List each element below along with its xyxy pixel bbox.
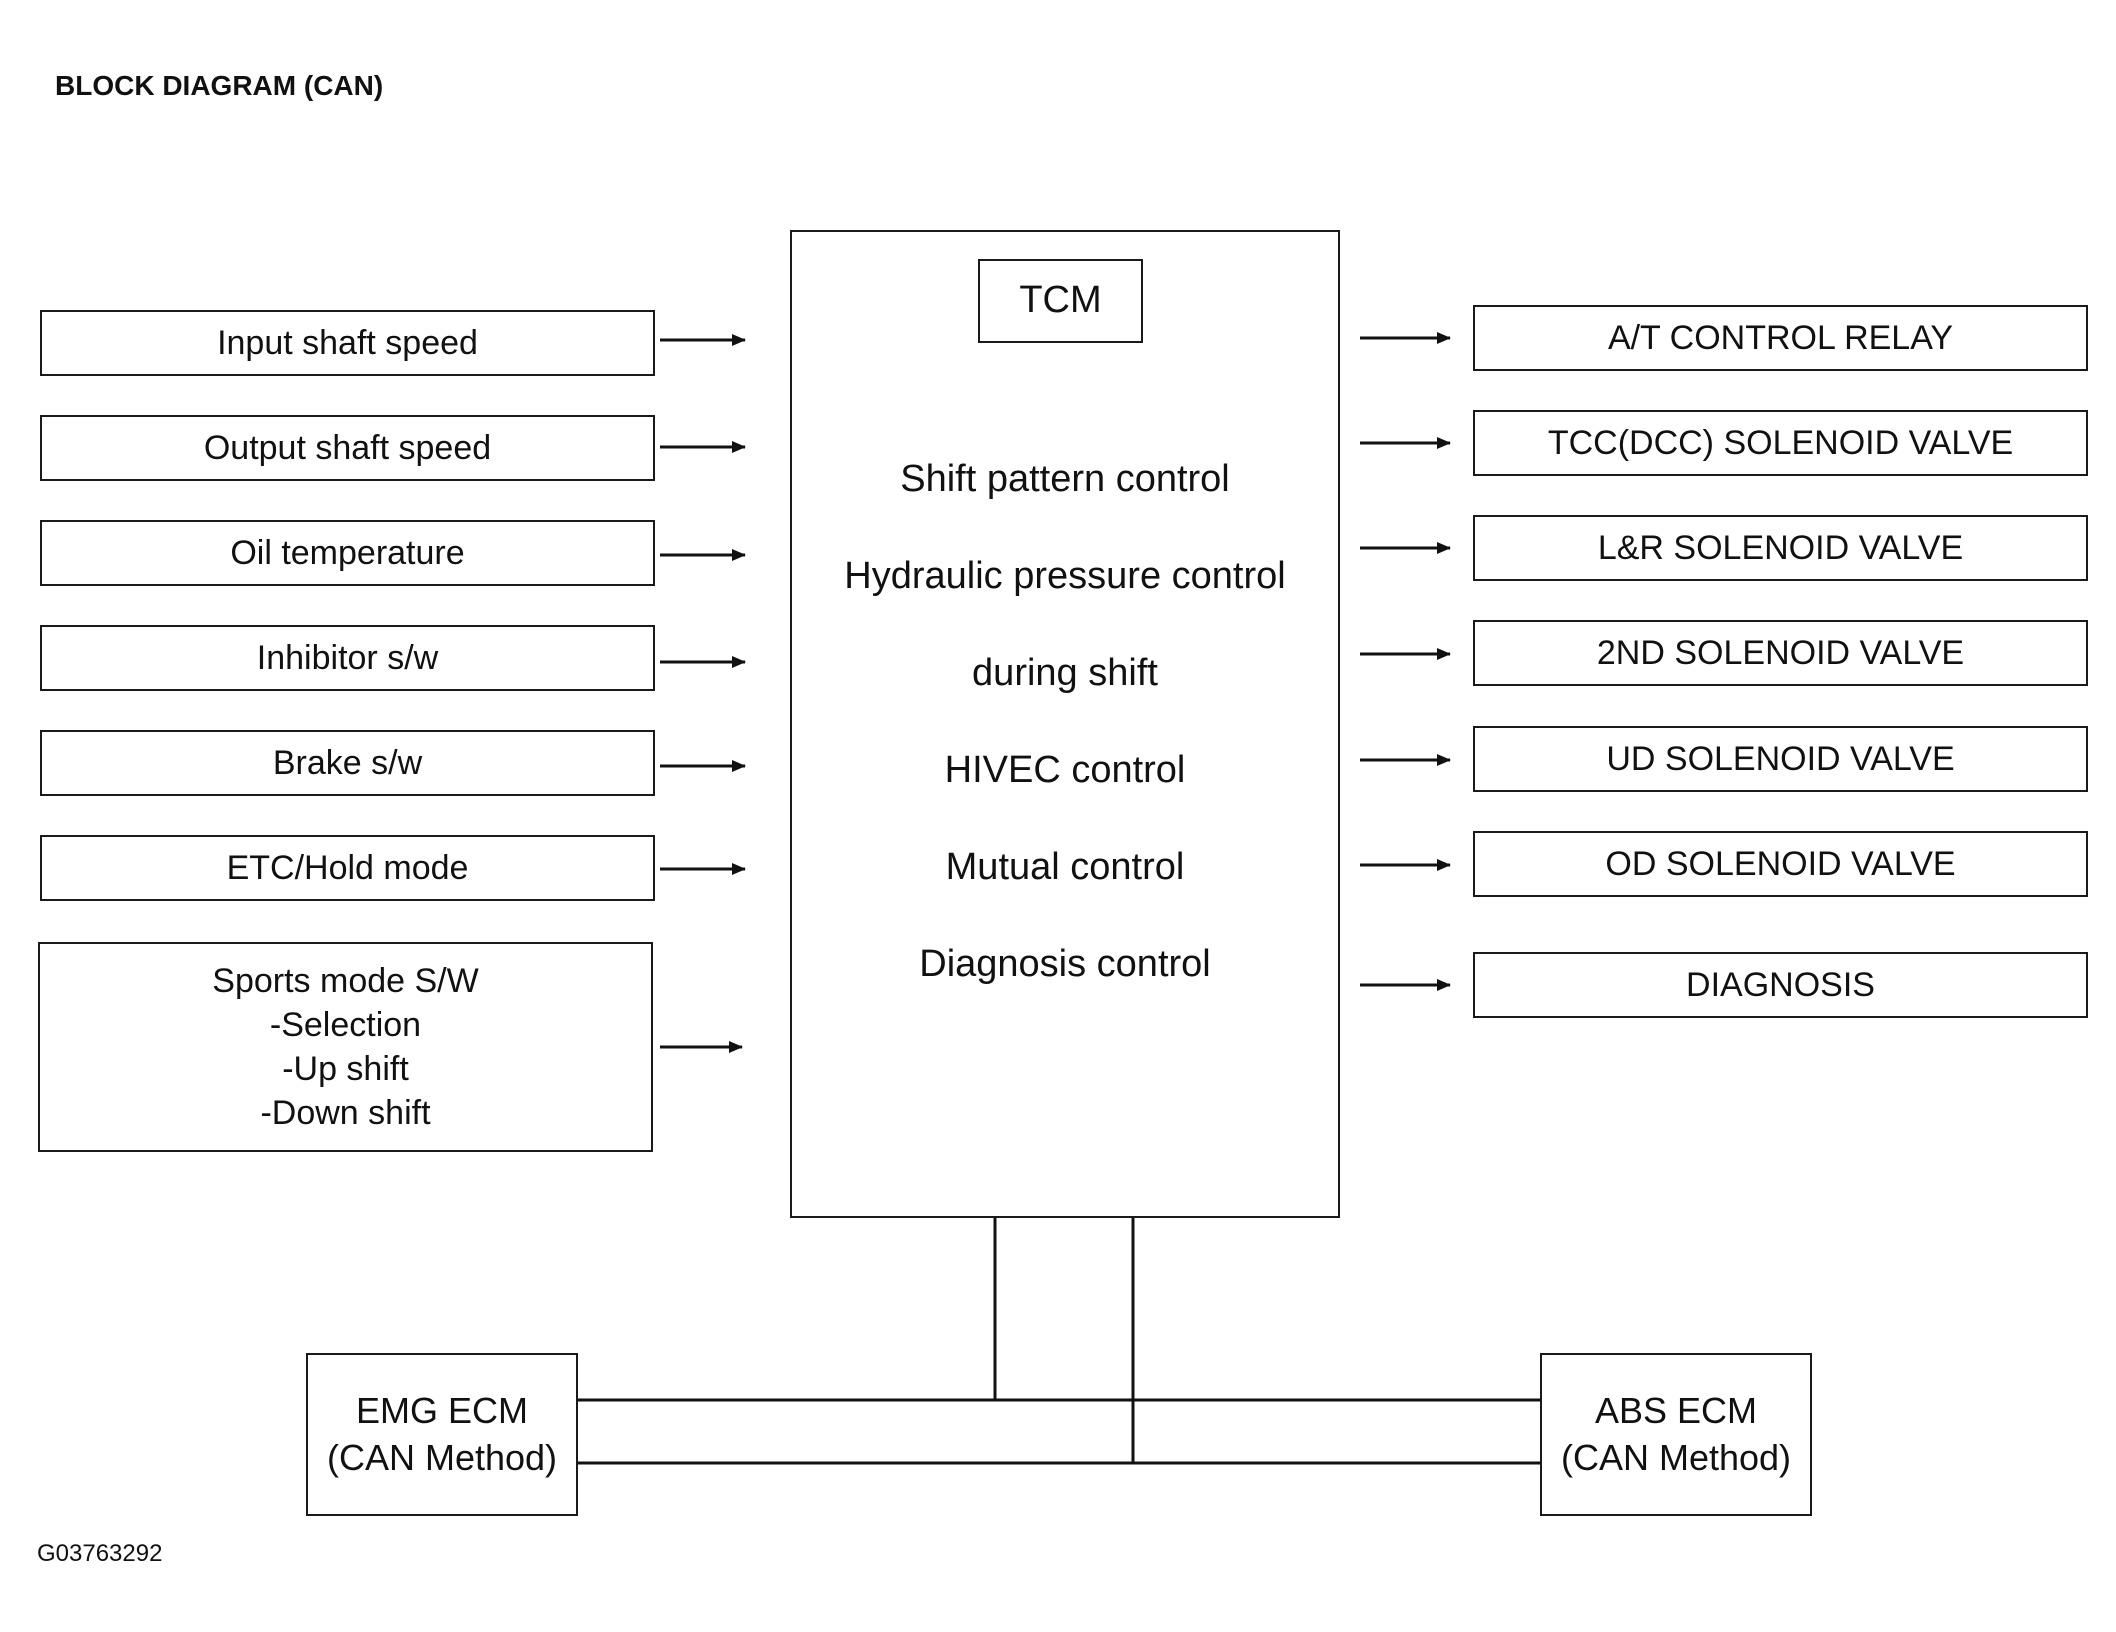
tcm-function: during shift [972,652,1158,694]
abs-ecm-box: ABS ECM (CAN Method) [1540,1353,1812,1516]
tcm-function: Diagnosis control [919,943,1211,985]
input-sports-mode-sw: Sports mode S/W -Selection -Up shift -Do… [38,942,653,1152]
output-lr-solenoid-valve: L&R SOLENOID VALVE [1473,515,2088,581]
sports-mode-item: -Down shift [260,1094,431,1133]
tcm-function: HIVEC control [944,749,1186,791]
emg-ecm-line2: (CAN Method) [326,1436,558,1478]
tcm-function: Shift pattern control [900,458,1230,500]
input-brake-sw: Brake s/w [40,730,655,796]
abs-ecm-line2: (CAN Method) [1560,1436,1792,1478]
abs-ecm-line1: ABS ECM [1594,1389,1758,1431]
emg-ecm-box: EMG ECM (CAN Method) [306,1353,578,1516]
tcm-function: Hydraulic pressure control [844,555,1286,597]
input-oil-temperature: Oil temperature [40,520,655,586]
output-diagnosis: DIAGNOSIS [1473,952,2088,1018]
input-input-shaft-speed: Input shaft speed [40,310,655,376]
sports-mode-item: -Up shift [282,1050,409,1088]
output-2nd-solenoid-valve: 2ND SOLENOID VALVE [1473,620,2088,686]
diagram-title: BLOCK DIAGRAM (CAN) [55,70,384,101]
input-output-shaft-speed: Output shaft speed [40,415,655,481]
output-at-control-relay: A/T CONTROL RELAY [1473,305,2088,371]
sports-mode-item: -Selection [269,1005,422,1044]
output-ud-solenoid-valve: UD SOLENOID VALVE [1473,726,2088,792]
input-inhibitor-sw: Inhibitor s/w [40,625,655,691]
output-od-solenoid-valve: OD SOLENOID VALVE [1473,831,2088,897]
sports-mode-title: Sports mode S/W [212,961,479,1000]
tcm-function: Mutual control [945,846,1185,888]
tcm-label: TCM [978,259,1143,343]
input-etc-hold-mode: ETC/Hold mode [40,835,655,901]
output-tcc-dcc-solenoid-valve: TCC(DCC) SOLENOID VALVE [1473,410,2088,476]
figure-id: G03763292 [37,1540,163,1567]
emg-ecm-line1: EMG ECM [355,1389,528,1431]
tcm-block [790,230,1340,1218]
